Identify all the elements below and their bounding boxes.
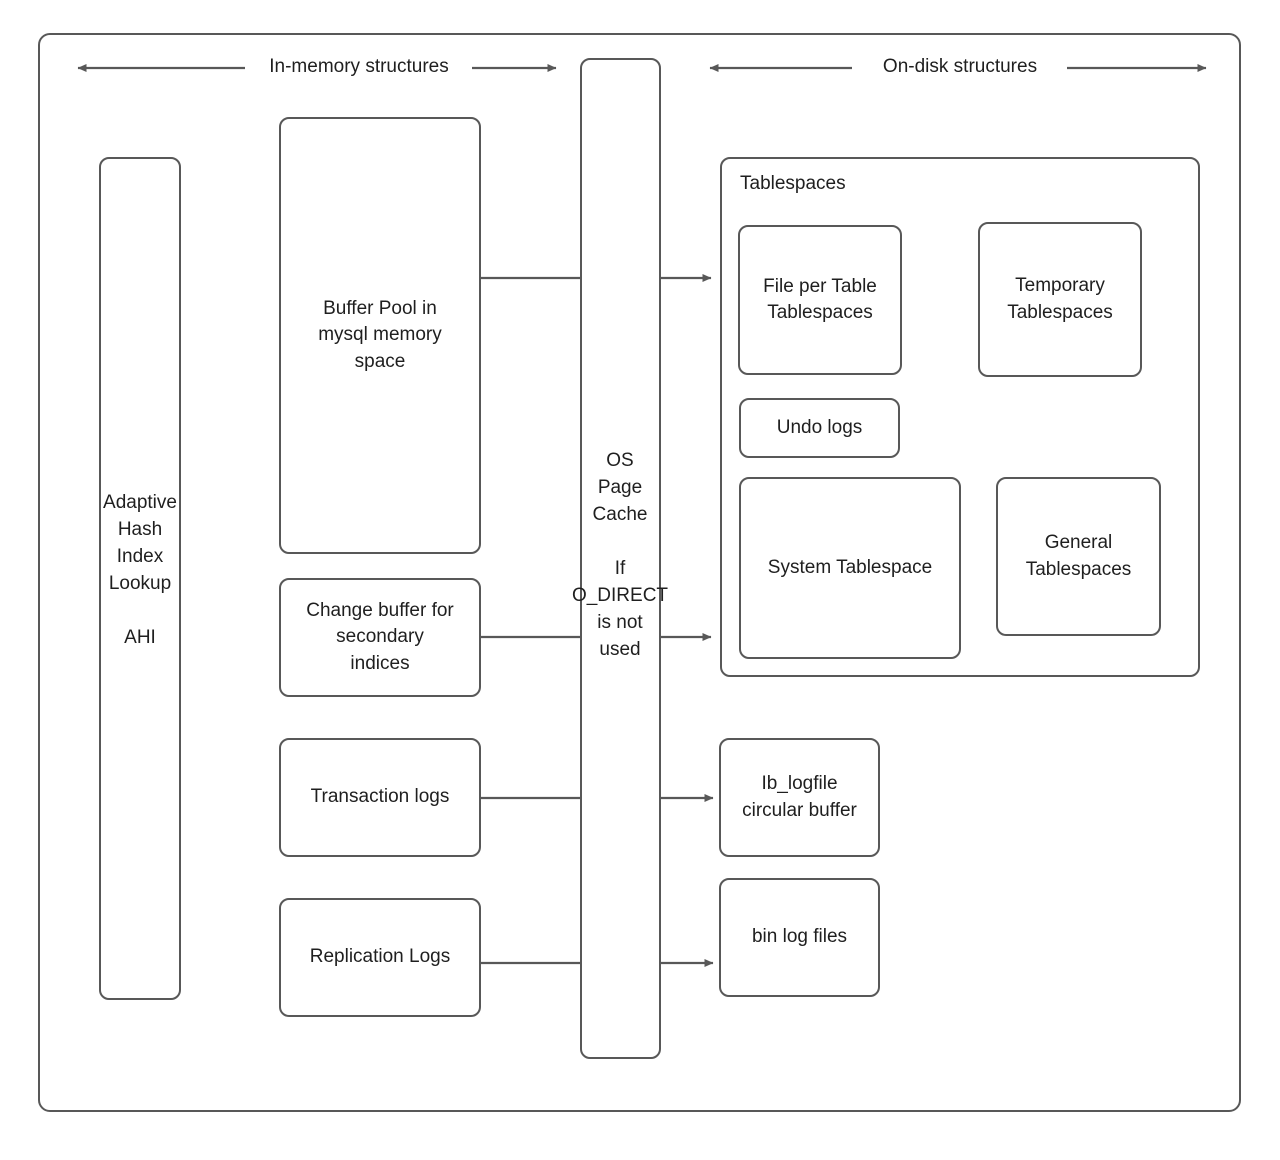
adaptive-hash-index-box[interactable] — [99, 157, 181, 1000]
tablespaces-label: Tablespaces — [740, 173, 846, 194]
bin-log-files-box[interactable]: bin log files — [719, 878, 880, 997]
outer-frame — [38, 33, 1241, 1112]
transaction-logs-box[interactable]: Transaction logs — [279, 738, 481, 857]
general-tablespaces-box[interactable]: General Tablespaces — [996, 477, 1161, 636]
file-per-table-tablespaces-box[interactable]: File per Table Tablespaces — [738, 225, 902, 375]
in-memory-structures-label: In-memory structures — [269, 56, 449, 77]
replication-logs-box[interactable]: Replication Logs — [279, 898, 481, 1017]
temporary-tablespaces-box[interactable]: Temporary Tablespaces — [978, 222, 1142, 377]
buffer-pool-box[interactable]: Buffer Pool in mysql memory space — [279, 117, 481, 554]
undo-logs-box[interactable]: Undo logs — [739, 398, 900, 458]
change-buffer-box[interactable]: Change buffer for secondary indices — [279, 578, 481, 697]
on-disk-structures-label: On-disk structures — [882, 56, 1038, 77]
os-page-cache-box[interactable] — [580, 58, 661, 1059]
system-tablespace-box[interactable]: System Tablespace — [739, 477, 961, 659]
ib-logfile-box[interactable]: Ib_logfile circular buffer — [719, 738, 880, 857]
